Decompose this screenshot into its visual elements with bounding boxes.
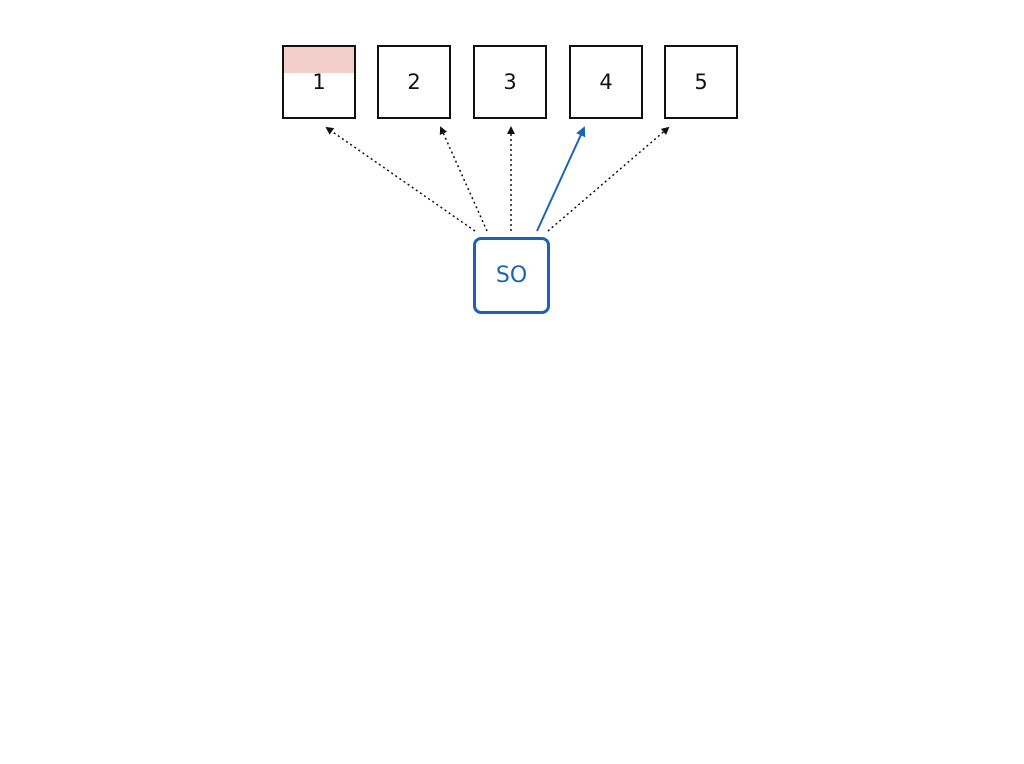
box-1: 1 — [282, 45, 356, 119]
arrow-so-to-1 — [325, 126, 476, 232]
box-2-label: 2 — [407, 70, 421, 94]
arrow-so-to-2 — [439, 126, 488, 232]
source-node: SO — [473, 237, 550, 314]
source-node-label: SO — [495, 263, 528, 288]
box-1-label: 1 — [312, 70, 326, 94]
box-5-label: 5 — [694, 70, 708, 94]
box-3: 3 — [473, 45, 547, 119]
box-4: 4 — [569, 45, 643, 119]
box-1-highlight — [284, 47, 354, 73]
box-5: 5 — [664, 45, 738, 119]
arrow-so-to-4 — [536, 126, 586, 232]
box-2: 2 — [377, 45, 451, 119]
arrow-so-to-5 — [547, 126, 670, 232]
box-3-label: 3 — [503, 70, 517, 94]
box-4-label: 4 — [599, 70, 613, 94]
